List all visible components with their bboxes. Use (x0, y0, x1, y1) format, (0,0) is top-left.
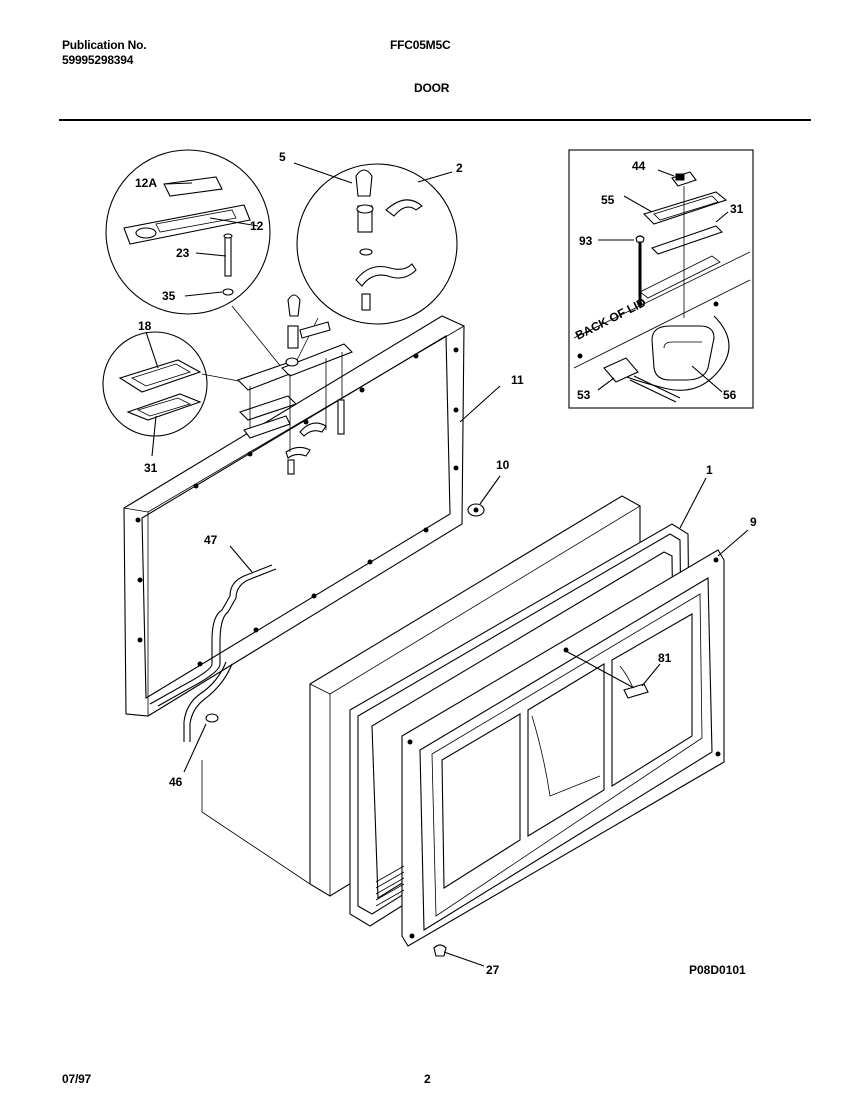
callout-23: 23 (176, 246, 190, 260)
callout-31-handle: 31 (144, 461, 158, 475)
callout-55: 55 (601, 193, 615, 207)
callout-35: 35 (162, 289, 176, 303)
callout-93: 93 (579, 234, 593, 248)
callout-27: 27 (486, 963, 500, 977)
callout-46: 46 (169, 775, 183, 789)
header-divider (59, 119, 811, 121)
model-number: FFC05M5C (390, 38, 451, 52)
leader-11 (459, 385, 501, 423)
figure-code: P08D0101 (689, 963, 746, 977)
publication-label: Publication No. (62, 38, 147, 52)
callout-56: 56 (723, 388, 737, 402)
detail-circle-handle-plate (105, 149, 271, 315)
detail-leader (201, 373, 245, 383)
publication-number: 59995298394 (62, 53, 134, 67)
inset-back-of-lid: BACK OF LID (568, 149, 754, 409)
callout-44: 44 (632, 159, 646, 173)
callout-47: 47 (204, 533, 218, 547)
footer-date: 07/97 (62, 1072, 92, 1086)
callout-5: 5 (279, 150, 286, 164)
callout-18: 18 (138, 319, 152, 333)
callout-11: 11 (511, 373, 524, 387)
callout-10: 10 (496, 458, 510, 472)
callout-12a: 12A (135, 176, 157, 190)
callout-12: 12 (250, 219, 264, 233)
callout-81: 81 (658, 651, 672, 665)
callout-9: 9 (750, 515, 757, 529)
detail-circle-hinge (293, 162, 458, 325)
callout-53: 53 (577, 388, 591, 402)
heater-wire (149, 545, 277, 773)
callout-1: 1 (706, 463, 713, 477)
callout-31-inset: 31 (730, 202, 744, 216)
inner-door-panel (375, 529, 749, 967)
callout-numbers: 12A 12 23 35 5 2 18 31 11 10 1 9 47 46 8… (135, 150, 757, 977)
callout-2: 2 (456, 161, 463, 175)
detail-circle-handle (102, 331, 208, 457)
detail-leader (231, 305, 283, 369)
section-title: DOOR (414, 81, 450, 95)
lid-liner-frame (123, 294, 465, 717)
footer-page-number: 2 (424, 1072, 431, 1086)
